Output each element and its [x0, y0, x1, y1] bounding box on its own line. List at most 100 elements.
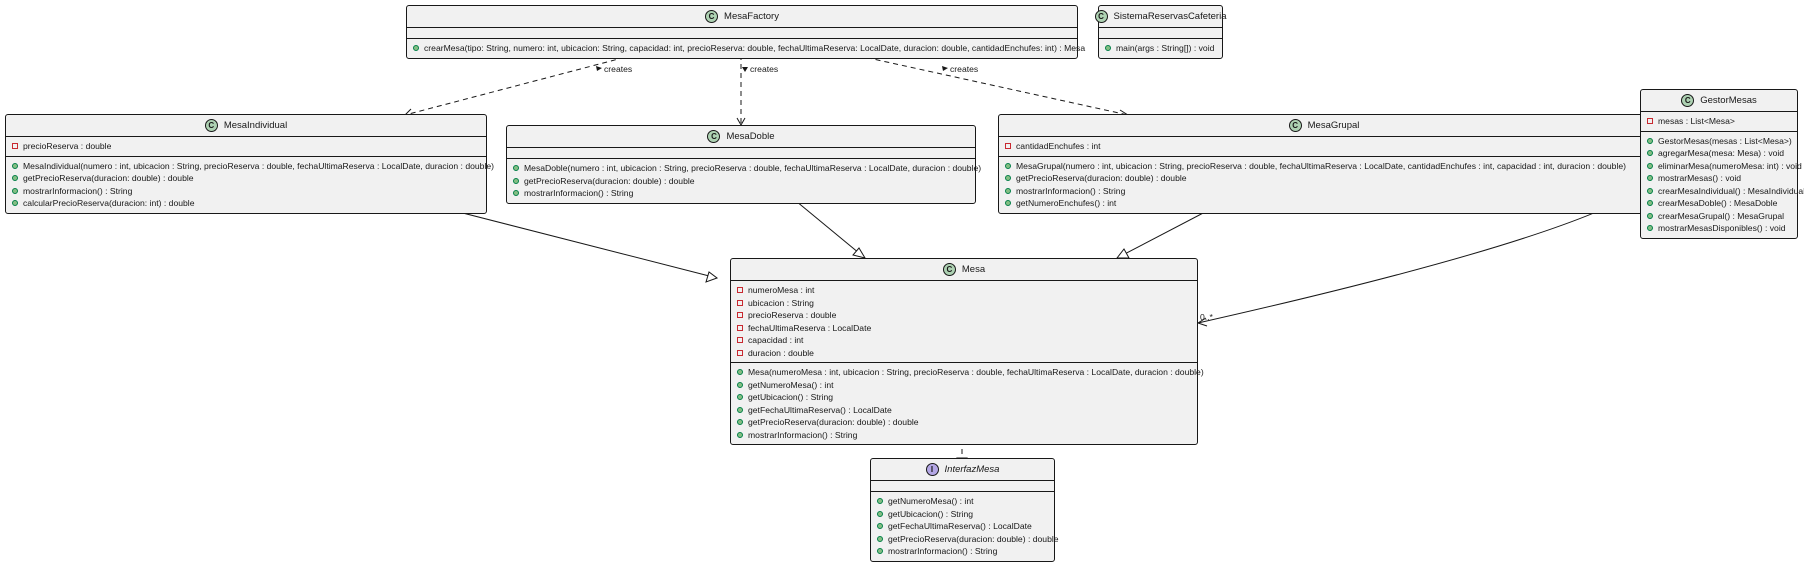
public-visibility-icon [1647, 187, 1653, 194]
method-text: crearMesaGrupal() : MesaGrupal [1658, 210, 1785, 221]
public-visibility-icon [737, 431, 743, 438]
public-visibility-icon [413, 45, 419, 52]
method-text: mostrarInformacion() : String [888, 546, 998, 557]
association-arrowhead [1196, 317, 1208, 327]
class-stereotype-icon: C [1681, 94, 1695, 107]
method-getprecioreserva: getPrecioReserva(duracion: double) : dou… [507, 175, 975, 188]
method-mostrarinformacion: mostrarInformacion() : String [731, 429, 1197, 442]
method-text: mostrarInformacion() : String [23, 185, 133, 196]
public-visibility-icon [12, 175, 18, 182]
method-mostrarmesas: mostrarMesas() : void [1641, 172, 1797, 185]
field-precioreserva-double: precioReserva : double [6, 140, 486, 153]
field-numeromesa-int: numeroMesa : int [731, 284, 1197, 297]
class-name: SistemaReservasCafeteria [1113, 11, 1227, 22]
creates-label-individual: creates [604, 64, 632, 74]
fields-section [871, 481, 1054, 492]
public-visibility-icon [1005, 162, 1011, 169]
method-text: getPrecioReserva(duracion: double) : dou… [748, 417, 919, 428]
method-getfechaultimareserva: getFechaUltimaReserva() : LocalDate [731, 404, 1197, 417]
method-text: calcularPrecioReserva(duracion: int) : d… [23, 198, 195, 209]
method-text: getFechaUltimaReserva() : LocalDate [888, 521, 1032, 532]
method-text: mostrarInformacion() : String [748, 429, 858, 440]
method-main: main(args : String[]) : void [1099, 42, 1222, 55]
field-capacidad-int: capacidad : int [731, 334, 1197, 347]
method-text: getFechaUltimaReserva() : LocalDate [748, 404, 892, 415]
method-text: mostrarInformacion() : String [1016, 185, 1126, 196]
public-visibility-icon [1005, 200, 1011, 207]
public-visibility-icon [12, 200, 18, 207]
method-text: crearMesaIndividual() : MesaIndividual [1658, 185, 1804, 196]
field-text: mesas : List<Mesa> [1658, 116, 1735, 127]
class-mesafactory[interactable]: C MesaFactory crearMesa(tipo: String, nume… [406, 5, 1085, 59]
fields-section: cantidadEnchufes : int [999, 137, 1649, 157]
class-name: MesaIndividual [223, 120, 288, 131]
public-visibility-icon [877, 548, 883, 555]
method-text: crearMesaDoble() : MesaDoble [1658, 198, 1778, 209]
creates-label-grupal: creates [950, 64, 978, 74]
method-text: MesaGrupal(numero : int, ubicacion : Str… [1016, 160, 1627, 171]
public-visibility-icon [737, 406, 743, 413]
method-crearmesagrupal: crearMesaGrupal() : MesaGrupal [1641, 210, 1797, 223]
method-text: MesaIndividual(numero : int, ubicacion :… [23, 160, 494, 171]
method-text: getNumeroMesa() : int [888, 496, 974, 507]
private-visibility-icon [1005, 143, 1011, 150]
method-text: getPrecioReserva(duracion: double) : dou… [888, 533, 1059, 544]
class-name: Mesa [961, 264, 986, 275]
public-visibility-icon [513, 177, 519, 184]
method-text: getPrecioReserva(duracion: double) : dou… [1016, 173, 1187, 184]
method-crearmesaindividual: crearMesaIndividual() : MesaIndividual [1641, 185, 1804, 198]
method-calcularprecioreserva: calcularPrecioReserva(duracion: int) : d… [6, 197, 486, 210]
field-cantidadenchufes-int: cantidadEnchufes : int [999, 140, 1649, 153]
public-visibility-icon [1005, 175, 1011, 182]
public-visibility-icon [12, 162, 18, 169]
public-visibility-icon [1647, 162, 1653, 169]
public-visibility-icon [877, 535, 883, 542]
fields-section [507, 148, 975, 159]
method-agregarmesa: agregarMesa(mesa: Mesa) : void [1641, 147, 1797, 160]
method-mesa: Mesa(numeroMesa : int, ubicacion : Strin… [731, 366, 1204, 379]
private-visibility-icon [737, 312, 743, 319]
public-visibility-icon [1105, 45, 1111, 52]
field-text: precioReserva : double [748, 310, 837, 321]
method-mesaindividual: MesaIndividual(numero : int, ubicacion :… [6, 160, 494, 173]
method-eliminarmesa: eliminarMesa(numeroMesa: int) : void [1641, 160, 1802, 173]
public-visibility-icon [737, 394, 743, 401]
field-text: fechaUltimaReserva : LocalDate [748, 322, 872, 333]
method-crearmesadoble: crearMesaDoble() : MesaDoble [1641, 197, 1797, 210]
method-text: getNumeroEnchufes() : int [1016, 198, 1117, 209]
public-visibility-icon [1647, 212, 1653, 219]
field-text: capacidad : int [748, 335, 804, 346]
public-visibility-icon [1005, 187, 1011, 194]
method-text: GestorMesas(mesas : List<Mesa>) [1658, 135, 1792, 146]
class-stereotype-icon: C [705, 10, 719, 23]
field-fechaultimareserva-localdate: fechaUltimaReserva : LocalDate [731, 322, 1197, 335]
class-stereotype-icon: C [204, 119, 218, 132]
methods-section: Mesa(numeroMesa : int, ubicacion : Strin… [731, 363, 1204, 444]
method-text: getUbicacion() : String [748, 392, 834, 403]
method-text: mostrarInformacion() : String [524, 188, 634, 199]
method-text: Mesa(numeroMesa : int, ubicacion : Strin… [748, 367, 1204, 378]
class-name: MesaFactory [724, 11, 779, 22]
inheritance-triangle-doble [852, 247, 867, 259]
public-visibility-icon [12, 187, 18, 194]
method-text: MesaDoble(numero : int, ubicacion : Stri… [524, 163, 982, 174]
public-visibility-icon [1647, 225, 1653, 232]
method-text: getNumeroMesa() : int [748, 379, 834, 390]
class-stereotype-icon: C [707, 130, 721, 143]
public-visibility-icon [877, 510, 883, 517]
method-getubicacion: getUbicacion() : String [871, 508, 1054, 521]
method-mostrarinformacion: mostrarInformacion() : String [871, 545, 1054, 558]
method-text: agregarMesa(mesa: Mesa) : void [1658, 148, 1785, 159]
method-text: crearMesa(tipo: String, numero: int, ubi… [424, 43, 1086, 54]
public-visibility-icon [737, 369, 743, 376]
